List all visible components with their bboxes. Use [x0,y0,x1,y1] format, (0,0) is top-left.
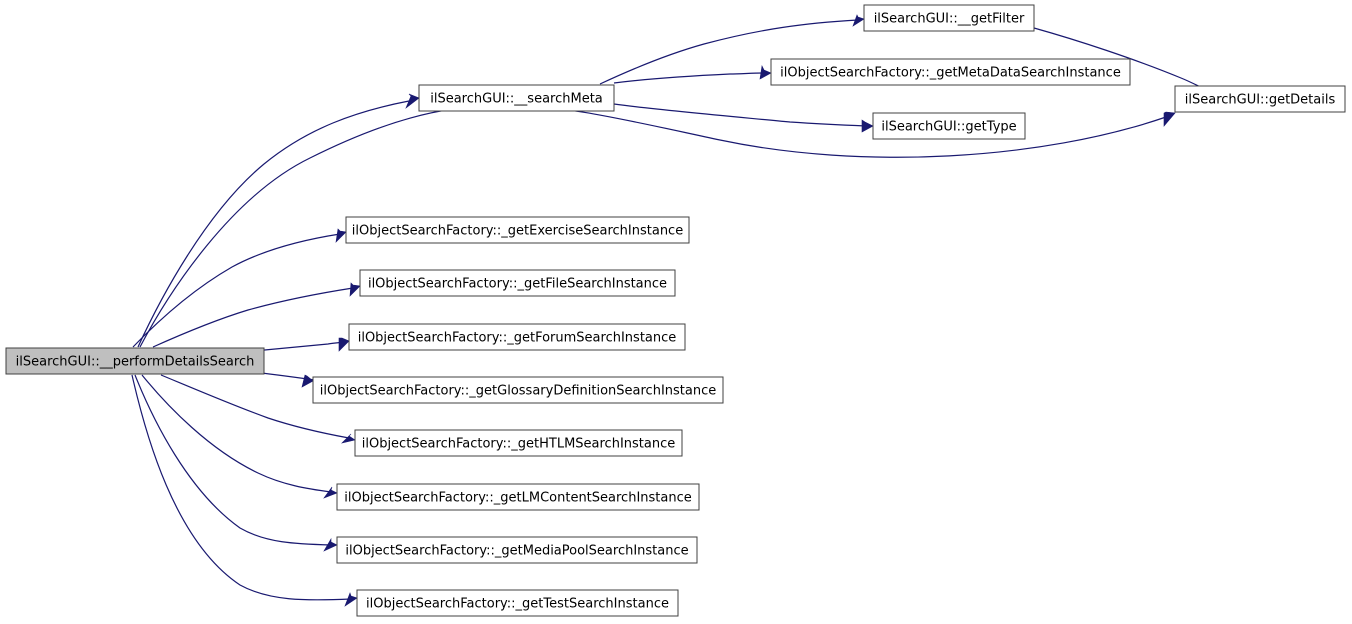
arrowhead-icon [759,65,772,80]
node-label: ilSearchGUI::__searchMeta [430,92,603,107]
edge-line [613,72,765,84]
node-label: ilObjectSearchFactory::_getLMContentSear… [344,491,692,506]
call-edge-performDetailsSearch-to-getMediaPoolSearchInstance [134,374,338,552]
edge-line [141,374,332,493]
node-box[interactable] [359,269,676,297]
node-label: ilSearchGUI::__performDetailsSearch [16,355,255,370]
edge-line [137,100,410,348]
node-layer: ilSearchGUI::__performDetailsSearch ilSea… [5,4,1346,617]
arrowhead-icon [344,592,358,607]
node-box[interactable] [336,536,698,564]
node-box[interactable] [872,112,1026,140]
graph-node-getMetaDataSearchInstance[interactable]: ilObjectSearchFactory::_getMetaDataSearc… [770,58,1131,86]
call-edge-performDetailsSearch-to-getLMContentSearchInstance [141,374,338,499]
node-box[interactable] [354,429,683,457]
arrowhead-icon [861,119,874,133]
arrowhead-icon [1163,111,1176,127]
graph-node-getMediaPoolSearchInstance[interactable]: ilObjectSearchFactory::_getMediaPoolSear… [336,536,698,564]
call-edge-performDetailsSearch-to-searchMeta [137,93,420,348]
edge-line [131,374,352,601]
arrowhead-icon [852,14,865,27]
node-label: ilSearchGUI::__getFilter [874,12,1025,27]
graph-node-getDetails[interactable]: ilSearchGUI::getDetails [1174,85,1346,113]
edge-line [152,287,354,348]
node-box[interactable] [418,84,615,112]
node-label: ilObjectSearchFactory::_getMediaPoolSear… [345,544,688,559]
edge-line [132,233,341,348]
call-edge-searchMeta-to-getMetaDataSearchInstance [613,65,772,84]
graph-node-getType[interactable]: ilSearchGUI::getType [872,112,1026,140]
arrowhead-icon [323,486,338,499]
graph-node-getFilter[interactable]: ilSearchGUI::__getFilter [863,4,1035,32]
graph-node-searchMeta[interactable]: ilSearchGUI::__searchMeta [418,84,615,112]
graph-node-getTestSearchInstance[interactable]: ilObjectSearchFactory::_getTestSearchIns… [356,589,679,617]
node-box[interactable] [348,323,686,351]
node-label: ilObjectSearchFactory::_getMetaDataSearc… [780,66,1121,81]
call-edge-searchMeta-to-getFilter [599,14,865,85]
edge-layer [131,14,1217,607]
call-edge-performDetailsSearch-to-getExerciseSearchInstance [132,228,347,348]
edge-line [134,374,332,546]
node-box[interactable] [356,589,679,617]
node-label: ilObjectSearchFactory::_getHTLMSearchIns… [362,437,676,452]
node-box[interactable] [5,347,265,375]
graph-node-getLMContentSearchInstance[interactable]: ilObjectSearchFactory::_getLMContentSear… [336,483,700,511]
graph-node-getExerciseSearchInstance[interactable]: ilObjectSearchFactory::_getExerciseSearc… [345,216,690,244]
edge-line [599,19,859,85]
graph-node-performDetailsSearch[interactable]: ilSearchGUI::__performDetailsSearch [5,347,265,375]
node-box[interactable] [1174,85,1346,113]
call-edge-performDetailsSearch-to-getFileSearchInstance [152,282,361,348]
node-label: ilSearchGUI::getDetails [1185,93,1336,108]
graph-node-getFileSearchInstance[interactable]: ilObjectSearchFactory::_getFileSearchIns… [359,269,676,297]
graph-node-getForumSearchInstance[interactable]: ilObjectSearchFactory::_getForumSearchIn… [348,323,686,351]
call-edge-performDetailsSearch-to-getTestSearchInstance [131,374,358,607]
node-label: ilObjectSearchFactory::_getForumSearchIn… [358,331,677,346]
arrowhead-icon [405,93,420,109]
edge-line [160,374,350,439]
arrowhead-icon [301,374,314,388]
node-label: ilSearchGUI::getType [881,120,1016,135]
node-box[interactable] [312,376,724,404]
arrowhead-icon [323,537,338,552]
call-edge-performDetailsSearch-to-getHTLMSearchInstance [160,374,356,444]
node-box[interactable] [863,4,1035,32]
node-label: ilObjectSearchFactory::_getExerciseSearc… [352,224,683,239]
arrowhead-icon [341,433,356,444]
node-box[interactable] [345,216,690,244]
arrowhead-icon [335,228,347,243]
edge-line [613,103,867,127]
node-label: ilObjectSearchFactory::_getFileSearchIns… [368,277,667,292]
node-box[interactable] [336,483,700,511]
arrowhead-icon [349,282,361,297]
node-box[interactable] [770,58,1131,86]
call-edge-searchMeta-to-getType [613,103,874,133]
graph-node-getGlossaryDefinitionSearchInstance[interactable]: ilObjectSearchFactory::_getGlossaryDefin… [312,376,724,404]
node-label: ilObjectSearchFactory::_getTestSearchIns… [366,597,669,612]
arrowhead-icon [338,337,350,352]
graph-node-getHTLMSearchInstance[interactable]: ilObjectSearchFactory::_getHTLMSearchIns… [354,429,683,457]
node-label: ilObjectSearchFactory::_getGlossaryDefin… [320,384,716,399]
